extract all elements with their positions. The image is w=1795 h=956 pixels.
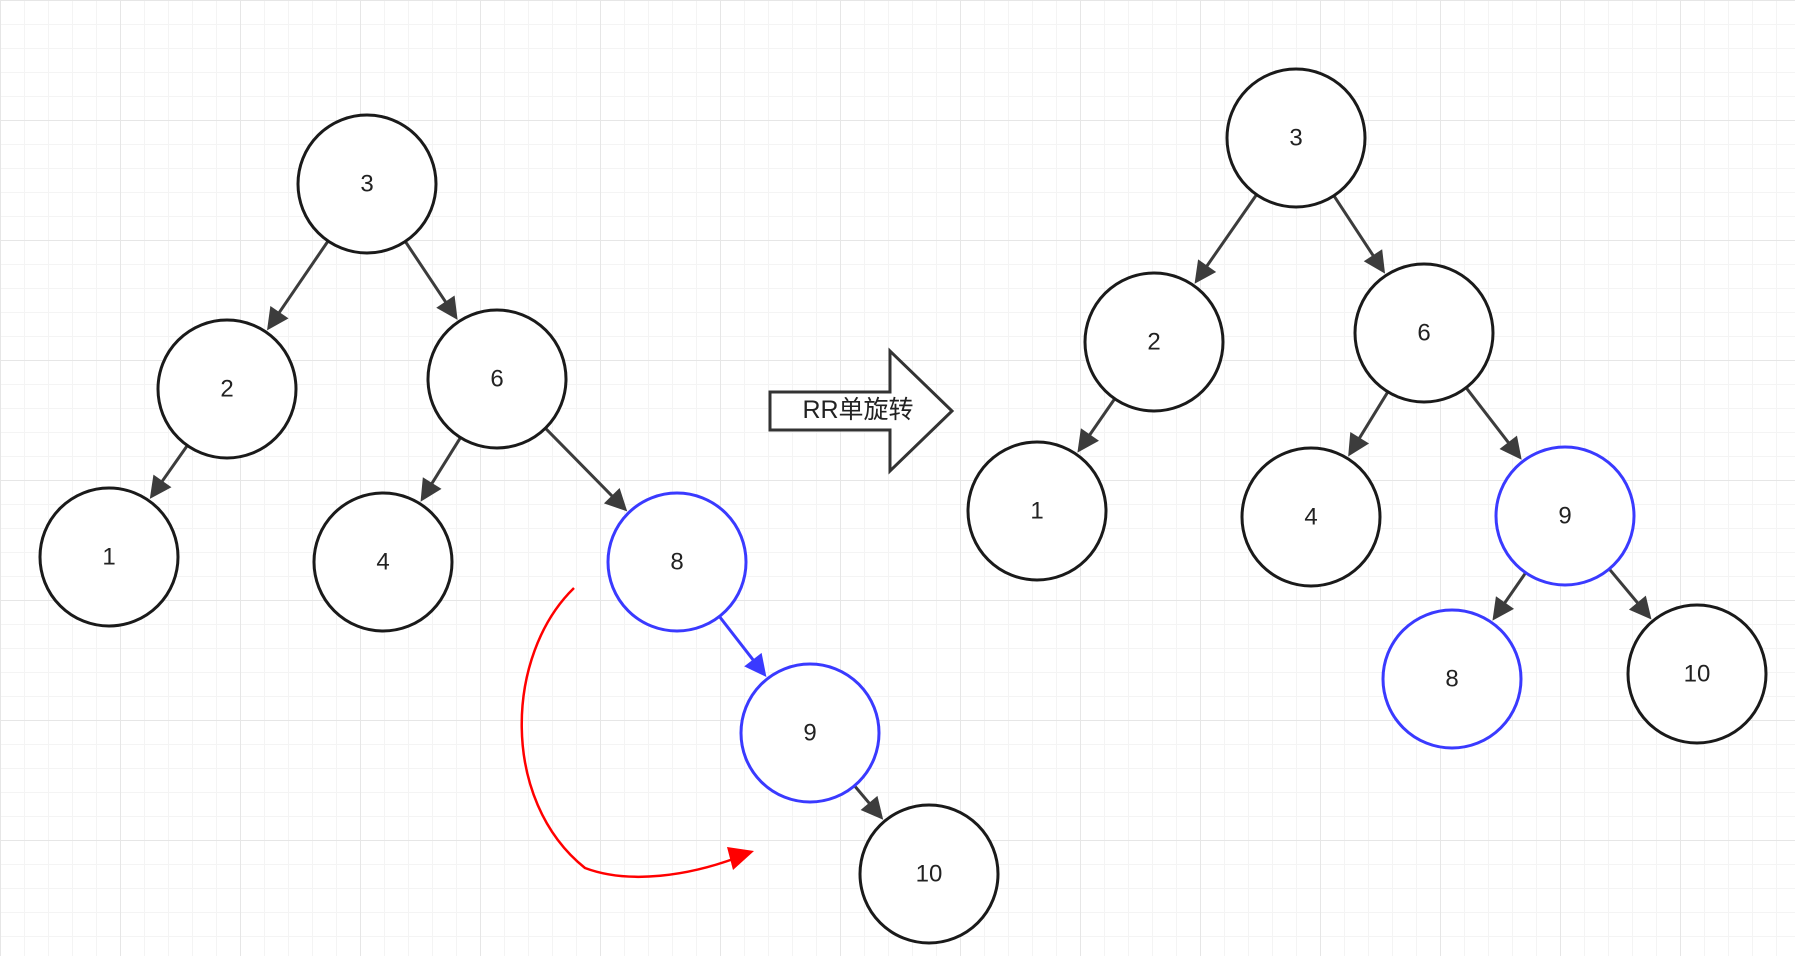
after-tree: 3 2 6 1 4 9 8 10 xyxy=(966,67,1768,750)
before-edge-arrowhead xyxy=(744,652,767,677)
before-node-circle xyxy=(312,491,454,633)
after-edge-3-6 xyxy=(1332,194,1379,263)
before-edge-arrowhead xyxy=(420,477,442,502)
before-edge-arrowhead xyxy=(436,295,458,320)
transform-arrow-shape xyxy=(768,347,955,475)
after-edge-arrowhead xyxy=(1363,249,1386,274)
before-node-6: 6 xyxy=(426,308,568,450)
before-node-8: 8 xyxy=(606,491,748,633)
before-node-4: 4 xyxy=(312,491,454,633)
before-edge-arrowhead xyxy=(149,474,172,499)
after-edge-6-9 xyxy=(1464,386,1515,450)
after-node-circle xyxy=(966,440,1108,582)
before-node-1: 1 xyxy=(38,486,180,628)
before-node-circle xyxy=(296,113,438,255)
before-tree: 3 2 6 1 4 8 9 10 xyxy=(38,113,1000,945)
before-node-label: 9 xyxy=(803,720,816,747)
before-node-9: 9 xyxy=(739,662,881,804)
before-node-label: 8 xyxy=(670,549,683,576)
after-node-circle xyxy=(1626,603,1768,745)
after-node-label: 8 xyxy=(1445,666,1458,693)
rotation-arrow-curve xyxy=(520,587,737,879)
before-tree-edges xyxy=(149,240,884,820)
after-node-6: 6 xyxy=(1353,262,1495,404)
after-node-label: 9 xyxy=(1558,503,1571,530)
before-node-3: 3 xyxy=(296,113,438,255)
before-edge-3-2 xyxy=(273,240,330,320)
after-edge-3-2 xyxy=(1201,193,1258,274)
after-edge-arrowhead xyxy=(1348,431,1370,457)
before-node-circle xyxy=(739,662,881,804)
before-edge-arrowhead xyxy=(267,305,289,331)
before-edge-6-8 xyxy=(544,427,619,503)
before-edge-8-9 xyxy=(718,615,759,667)
after-node-label: 10 xyxy=(1684,661,1711,688)
before-node-2: 2 xyxy=(156,318,298,460)
after-edge-arrowhead xyxy=(1077,428,1099,453)
before-node-label: 3 xyxy=(360,171,373,198)
rotation-arrowhead xyxy=(727,847,754,870)
rotation-arrow xyxy=(520,587,754,879)
before-node-circle xyxy=(156,318,298,460)
before-edge-2-1 xyxy=(156,444,189,489)
after-tree-edges xyxy=(1077,193,1652,621)
after-edge-arrowhead xyxy=(1194,259,1217,284)
before-node-circle xyxy=(606,491,748,633)
after-node-circle xyxy=(1494,445,1636,587)
after-node-circle xyxy=(1225,67,1367,209)
before-edge-arrowhead xyxy=(603,487,628,512)
before-node-label: 4 xyxy=(376,549,389,576)
after-edge-2-1 xyxy=(1084,397,1116,442)
after-edge-arrowhead xyxy=(1628,595,1652,620)
transform-arrow: RR单旋转 xyxy=(768,347,955,475)
before-node-label: 10 xyxy=(916,861,943,888)
after-node-circle xyxy=(1353,262,1495,404)
after-edge-6-4 xyxy=(1354,391,1390,446)
after-node-9: 9 xyxy=(1494,445,1636,587)
after-node-circle xyxy=(1083,271,1225,413)
before-node-label: 1 xyxy=(102,544,115,571)
after-node-1: 1 xyxy=(966,440,1108,582)
after-node-label: 4 xyxy=(1304,504,1317,531)
before-node-label: 6 xyxy=(490,366,503,393)
before-node-circle xyxy=(858,803,1000,945)
before-edge-6-4 xyxy=(426,436,462,491)
after-node-10: 10 xyxy=(1626,603,1768,745)
after-node-circle xyxy=(1381,608,1523,750)
after-node-label: 3 xyxy=(1289,125,1302,152)
after-edge-arrowhead xyxy=(1499,435,1522,460)
after-node-circle xyxy=(1240,446,1382,588)
after-node-2: 2 xyxy=(1083,271,1225,413)
before-edge-3-6 xyxy=(404,240,452,310)
before-node-circle xyxy=(38,486,180,628)
after-node-label: 1 xyxy=(1030,498,1043,525)
before-edge-arrowhead xyxy=(860,795,884,820)
after-node-label: 6 xyxy=(1417,320,1430,347)
before-node-10: 10 xyxy=(858,803,1000,945)
before-node-label: 2 xyxy=(220,376,233,403)
after-edge-arrowhead xyxy=(1492,596,1515,621)
after-node-4: 4 xyxy=(1240,446,1382,588)
after-node-label: 2 xyxy=(1147,329,1160,356)
transform-arrow-label: RR单旋转 xyxy=(802,396,913,424)
after-edge-9-10 xyxy=(1608,567,1644,610)
before-node-circle xyxy=(426,308,568,450)
after-node-8: 8 xyxy=(1381,608,1523,750)
after-node-3: 3 xyxy=(1225,67,1367,209)
